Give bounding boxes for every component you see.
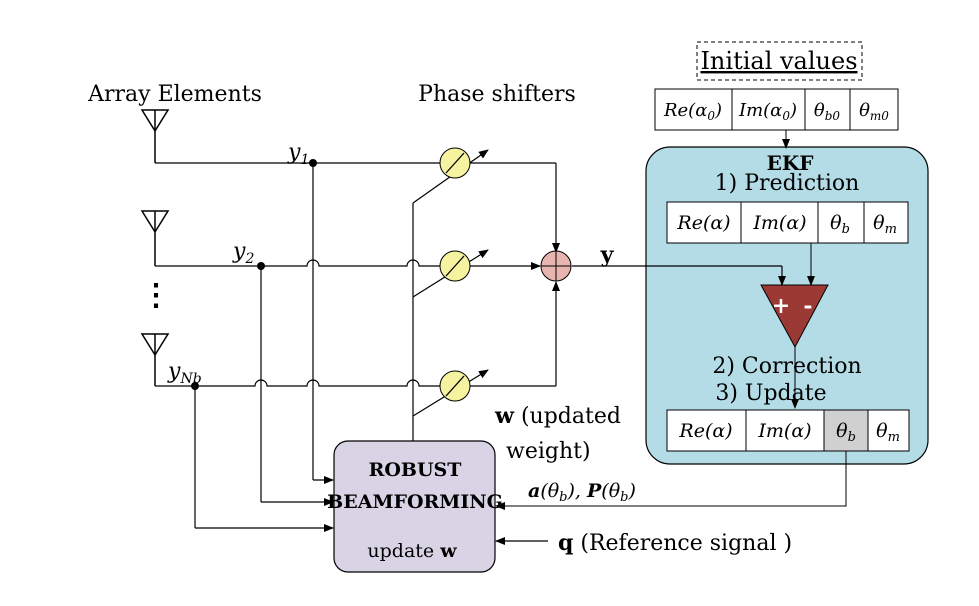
antenna-icon: [140, 109, 170, 163]
junction-dot: [257, 262, 265, 270]
pred-cell-re: Re(α): [676, 212, 730, 234]
phase-shifter: [439, 250, 471, 282]
array-elements-label: Array Elements: [87, 82, 262, 107]
upd-cell-thetam: θm: [876, 420, 900, 445]
y-output-label: y: [600, 242, 615, 268]
init-cell-thetam: θm0: [859, 100, 889, 123]
w-weight-label: weight): [506, 439, 591, 464]
phase-shifter: [439, 147, 471, 179]
prediction-table: Re(α) Im(α) θb θm: [666, 201, 909, 244]
phase-shifter: [439, 370, 471, 402]
comparator-triangle: [760, 284, 829, 349]
steering-label: a(θb), P(θb): [528, 480, 636, 505]
robust-line2: BEAMFORMING: [327, 491, 503, 513]
y1-label: y1: [287, 140, 309, 168]
ekf-title: EKF: [767, 151, 814, 175]
pred-cell-im: Im(α): [752, 212, 806, 234]
w-updated-label: w (updated: [494, 403, 621, 429]
upd-cell-thetab: θb: [836, 420, 856, 445]
ekf-step-correction: 2) Correction: [712, 354, 861, 379]
ekf-step-update: 3) Update: [715, 381, 826, 406]
initial-values-title: Initial values: [700, 47, 857, 75]
init-cell-im: Im(α0): [738, 100, 797, 123]
ekf-step-prediction: 1) Prediction: [715, 171, 860, 196]
robust-line1: ROBUST: [369, 459, 462, 481]
init-cell-thetab: θb0: [814, 100, 841, 123]
junction-dot: [191, 382, 199, 390]
init-cell-re: Re(α0): [663, 100, 722, 123]
initial-values-box: [696, 41, 863, 81]
theta-feedback-line: [495, 451, 847, 510]
robust-beamforming-block: [333, 440, 496, 573]
yNb-label: yNb: [167, 359, 202, 387]
pred-cell-thetab: θb: [830, 212, 850, 237]
initial-values-table: Re(α0) Im(α0) θb0 θm0: [654, 88, 899, 131]
antenna-icon: [140, 210, 170, 266]
junction-dot: [309, 159, 317, 167]
upd-cell-re: Re(α): [678, 420, 732, 442]
y2-label: y2: [232, 239, 254, 267]
antenna-icon: [140, 333, 170, 386]
robust-line3: update w: [367, 540, 457, 562]
phase-shifters-label: Phase shifters: [418, 82, 576, 107]
comparator-minus: -: [803, 293, 812, 319]
reference-signal-label: q (Reference signal ): [558, 530, 792, 556]
pred-cell-thetam: θm: [873, 212, 897, 237]
summer-node: [540, 250, 572, 282]
comparator-plus: +: [772, 293, 790, 319]
antenna-dots: ⋮: [141, 278, 171, 313]
update-table: Re(α) Im(α) θb θm: [666, 409, 910, 452]
upd-cell-im: Im(α): [757, 420, 811, 442]
